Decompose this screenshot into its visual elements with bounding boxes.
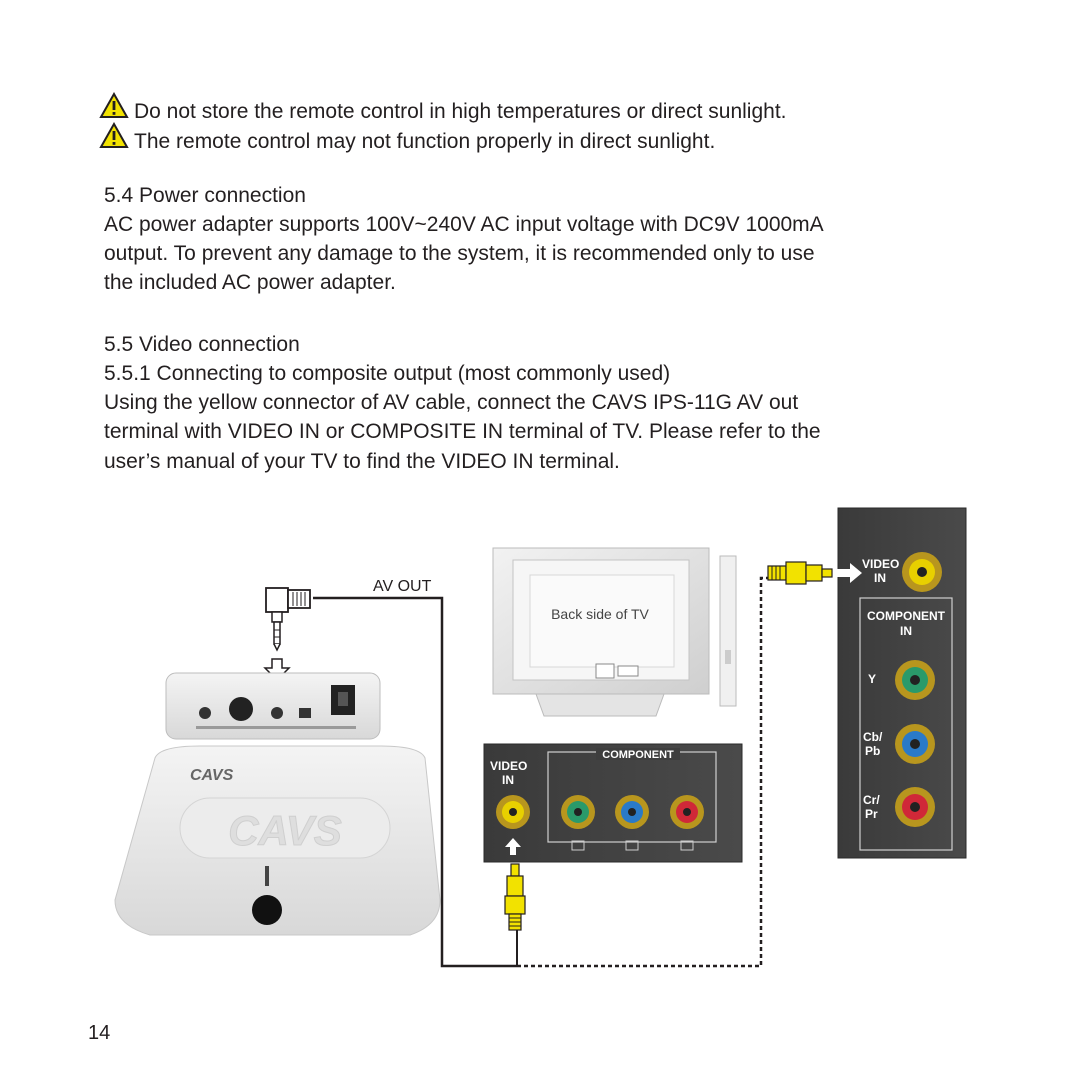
svg-text:Pr: Pr <box>865 807 878 821</box>
rca-jack-red <box>895 787 935 827</box>
rca-jack-green <box>561 795 595 829</box>
av-cable <box>313 596 517 968</box>
tv-back-label: Back side of TV <box>551 606 649 622</box>
page-number: 14 <box>88 1022 111 1044</box>
tv-back: Back side of TV <box>492 547 737 717</box>
svg-text:Cb/: Cb/ <box>863 730 883 744</box>
paragraph-line: Using the yellow connector of AV cable, … <box>104 391 799 414</box>
rca-jack-blue <box>895 724 935 764</box>
svg-text:CAVS: CAVS <box>228 807 342 854</box>
paragraph-line: the included AC power adapter. <box>104 271 396 294</box>
tv-connector-panel-small: VIDEO IN COMPONENT <box>483 743 743 863</box>
paragraph-line: AC power adapter supports 100V~240V AC i… <box>104 213 824 236</box>
warning-icon <box>99 92 129 118</box>
receiver-front: CAVS CAVS <box>114 745 441 936</box>
svg-text:VIDEO: VIDEO <box>862 557 899 571</box>
rca-plug-yellow-top <box>767 561 833 585</box>
right-arrow-icon <box>836 563 862 583</box>
warning-icon <box>99 122 129 148</box>
rca-jack-yellow <box>496 795 530 829</box>
svg-text:Pb: Pb <box>865 744 880 758</box>
tv-connector-panel-large: VIDEO IN COMPONENT IN Y Cb/ Pb Cr/ Pr <box>836 507 967 859</box>
av-out-label: AV OUT <box>373 578 432 595</box>
rca-jack-green <box>895 660 935 700</box>
svg-text:IN: IN <box>502 773 514 787</box>
warning-text: Do not store the remote control in high … <box>134 100 787 123</box>
svg-text:COMPONENT: COMPONENT <box>602 749 674 761</box>
rca-jack-blue <box>615 795 649 829</box>
paragraph-line: output. To prevent any damage to the sys… <box>104 242 815 265</box>
svg-text:IN: IN <box>900 624 912 638</box>
svg-text:IN: IN <box>874 571 886 585</box>
paragraph-line: user’s manual of your TV to find the VID… <box>104 450 620 473</box>
av-cable-dashed <box>517 576 770 968</box>
rca-jack-yellow <box>902 552 942 592</box>
up-arrow-icon <box>505 838 521 855</box>
receiver-back <box>165 672 381 740</box>
svg-text:VIDEO: VIDEO <box>490 759 527 773</box>
paragraph-line: terminal with VIDEO IN or COMPOSITE IN t… <box>104 420 821 443</box>
jack-plug-icon <box>265 587 311 652</box>
brand-logo: CAVS <box>190 767 234 784</box>
rca-plug-yellow-bottom <box>504 863 526 931</box>
rca-jack-red <box>670 795 704 829</box>
svg-text:Cr/: Cr/ <box>863 793 880 807</box>
section-heading: 5.5 Video connection <box>104 333 300 356</box>
svg-text:Y: Y <box>868 672 876 686</box>
subsection-heading: 5.5.1 Connecting to composite output (mo… <box>104 362 671 385</box>
warning-text: The remote control may not function prop… <box>134 130 716 153</box>
section-heading: 5.4 Power connection <box>104 184 306 207</box>
svg-text:COMPONENT: COMPONENT <box>867 609 946 623</box>
